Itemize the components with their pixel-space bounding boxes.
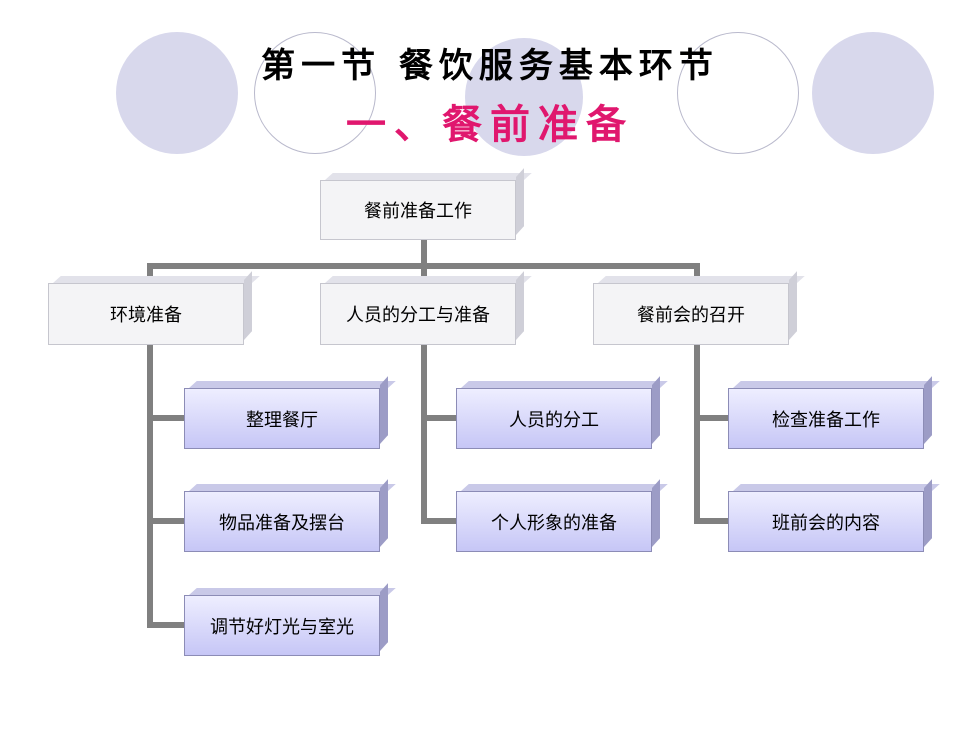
org-leaf-node-2-2: 个人形象的准备 <box>456 491 652 552</box>
decor-circle-2 <box>254 32 376 154</box>
org-branch-node-2: 人员的分工与准备 <box>320 283 516 345</box>
org-root-node: 餐前准备工作 <box>320 180 516 240</box>
org-branch-node-1: 环境准备 <box>48 283 244 345</box>
org-leaf-label-3-1: 检查准备工作 <box>772 409 880 431</box>
org-leaf-label-1-3: 调节好灯光与室光 <box>210 616 354 638</box>
org-leaf-node-1-3: 调节好灯光与室光 <box>184 595 380 656</box>
decor-circle-4 <box>677 32 799 154</box>
org-branch-label-1: 环境准备 <box>110 305 182 326</box>
decor-circle-5 <box>812 32 934 154</box>
page-subtitle: 一、餐前准备 <box>346 101 634 148</box>
org-leaf-label-2-1: 人员的分工 <box>509 409 599 431</box>
org-leaf-label-3-2: 班前会的内容 <box>772 512 880 534</box>
org-root-label: 餐前准备工作 <box>364 201 472 222</box>
org-leaf-node-1-2: 物品准备及摆台 <box>184 491 380 552</box>
org-branch-node-3: 餐前会的召开 <box>593 283 789 345</box>
org-branch-label-3: 餐前会的召开 <box>637 305 745 326</box>
org-leaf-label-1-2: 物品准备及摆台 <box>219 512 345 534</box>
org-leaf-label-2-2: 个人形象的准备 <box>491 512 617 534</box>
org-leaf-node-1-1: 整理餐厅 <box>184 388 380 449</box>
org-leaf-label-1-1: 整理餐厅 <box>246 409 318 431</box>
page-title: 第一节 餐饮服务基本环节 <box>261 46 719 86</box>
org-leaf-node-3-1: 检查准备工作 <box>728 388 924 449</box>
org-branch-label-2: 人员的分工与准备 <box>346 305 490 326</box>
decor-circle-3 <box>465 38 583 156</box>
org-leaf-node-3-2: 班前会的内容 <box>728 491 924 552</box>
org-leaf-node-2-1: 人员的分工 <box>456 388 652 449</box>
decor-circle-1 <box>116 32 238 154</box>
